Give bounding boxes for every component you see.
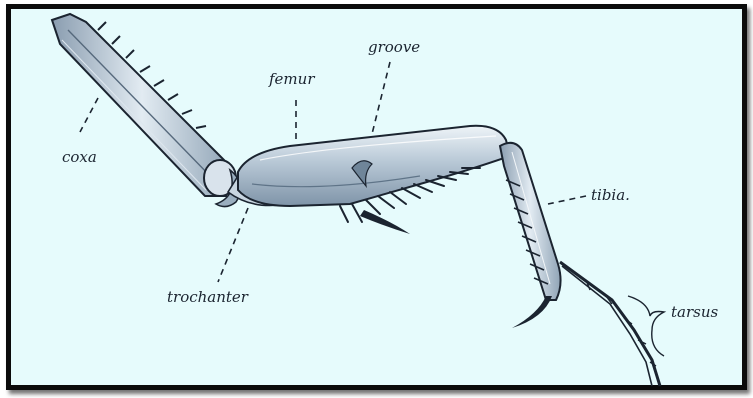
label-tibia: tibia.	[591, 188, 630, 203]
femur-segment	[238, 126, 510, 234]
label-tarsus: tarsus	[671, 305, 718, 320]
tarsus-bracket	[628, 296, 664, 356]
label-femur: femur	[269, 72, 314, 87]
label-trochanter: trochanter	[167, 290, 248, 305]
label-coxa: coxa	[62, 150, 97, 165]
coxa-segment	[52, 14, 232, 196]
label-groove: groove	[368, 40, 420, 55]
tarsus-segment	[560, 262, 660, 386]
tibia-segment	[500, 143, 561, 328]
